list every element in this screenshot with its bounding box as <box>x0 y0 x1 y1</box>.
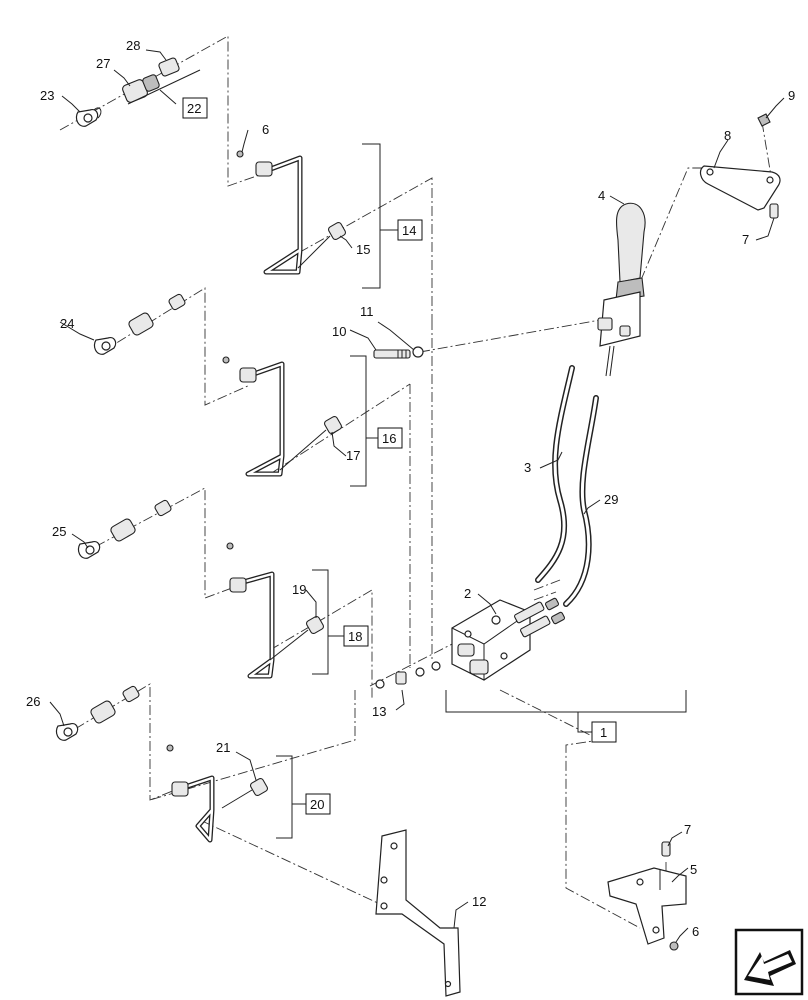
callout-6-lower: 6 <box>692 924 699 939</box>
control-valve-2 <box>451 597 566 681</box>
fitting-clip-25 <box>77 541 101 559</box>
callout-25: 25 <box>52 524 66 539</box>
callout-9: 9 <box>788 88 795 103</box>
bolt-10 <box>373 349 411 359</box>
callout-labels: 1 2 3 4 5 6 7 8 9 10 11 12 13 15 17 19 2… <box>26 38 795 939</box>
boxed-callout-20: 20 <box>310 797 324 812</box>
callout-1: 1 <box>600 725 607 740</box>
callout-1-frame <box>591 721 617 743</box>
plate-8 <box>699 165 781 211</box>
callout-29: 29 <box>604 492 618 507</box>
page-turn-arrow-icon[interactable] <box>734 928 804 996</box>
callout-8: 8 <box>724 128 731 143</box>
callout-28: 28 <box>126 38 140 53</box>
coupler-pair-20 <box>90 685 140 724</box>
fitting-clip-24 <box>93 337 117 355</box>
fitting-clip-26 <box>55 723 79 741</box>
fitting-21 <box>249 777 269 797</box>
callout-11: 11 <box>360 304 374 319</box>
callout-4: 4 <box>598 188 605 203</box>
callout-26: 26 <box>26 694 40 709</box>
callout-10: 10 <box>332 324 346 339</box>
callout-5: 5 <box>690 862 697 877</box>
callout-23: 23 <box>40 88 54 103</box>
washers-13 <box>375 661 441 689</box>
nut-18 <box>226 542 234 550</box>
callout-13: 13 <box>372 704 386 719</box>
boxed-callout-22-frame <box>182 97 208 119</box>
coupler-pair-18 <box>110 499 172 542</box>
bracket-12 <box>375 829 461 997</box>
boxed-callout-22: 22 <box>187 101 201 116</box>
callout-19: 19 <box>292 582 306 597</box>
cable-3 <box>535 365 575 583</box>
boxed-callout-18: 18 <box>348 629 362 644</box>
tube-14 <box>255 155 331 275</box>
boxed-callout-14: 14 <box>402 223 416 238</box>
tube-18 <box>229 571 309 679</box>
callout-27: 27 <box>96 56 110 71</box>
callout-15: 15 <box>356 242 370 257</box>
tube-20 <box>171 775 253 843</box>
control-lever-4 <box>597 202 646 377</box>
bracket-5 <box>607 867 687 945</box>
callout-3: 3 <box>524 460 531 475</box>
fitting-19 <box>305 615 325 635</box>
cable-29 <box>563 395 599 607</box>
fitting-15 <box>327 221 347 241</box>
callout-17: 17 <box>346 448 360 463</box>
callout-7: 7 <box>742 232 749 247</box>
coupler-pair-16 <box>128 293 186 336</box>
leader-lines <box>49 49 785 943</box>
callout-2: 2 <box>464 586 471 601</box>
fitting-clip-23 <box>75 107 102 127</box>
callout-12: 12 <box>472 894 486 909</box>
bolt-7-upper <box>769 203 779 219</box>
washer-11 <box>412 346 424 358</box>
fitting-17 <box>323 415 343 435</box>
coupler-28 <box>158 57 180 77</box>
nut-16 <box>222 356 230 364</box>
boxed-callout-16: 16 <box>382 431 396 446</box>
tube-16 <box>239 361 327 477</box>
callout-6: 6 <box>262 122 269 137</box>
callout-24: 24 <box>60 316 74 331</box>
callout-21: 21 <box>216 740 230 755</box>
nut-6-lower <box>669 941 679 951</box>
nut-6-upper <box>236 150 244 158</box>
centerlines <box>59 35 773 929</box>
nut-20 <box>166 744 174 752</box>
callout-7-lower: 7 <box>684 822 691 837</box>
coupler-27 <box>122 74 160 103</box>
